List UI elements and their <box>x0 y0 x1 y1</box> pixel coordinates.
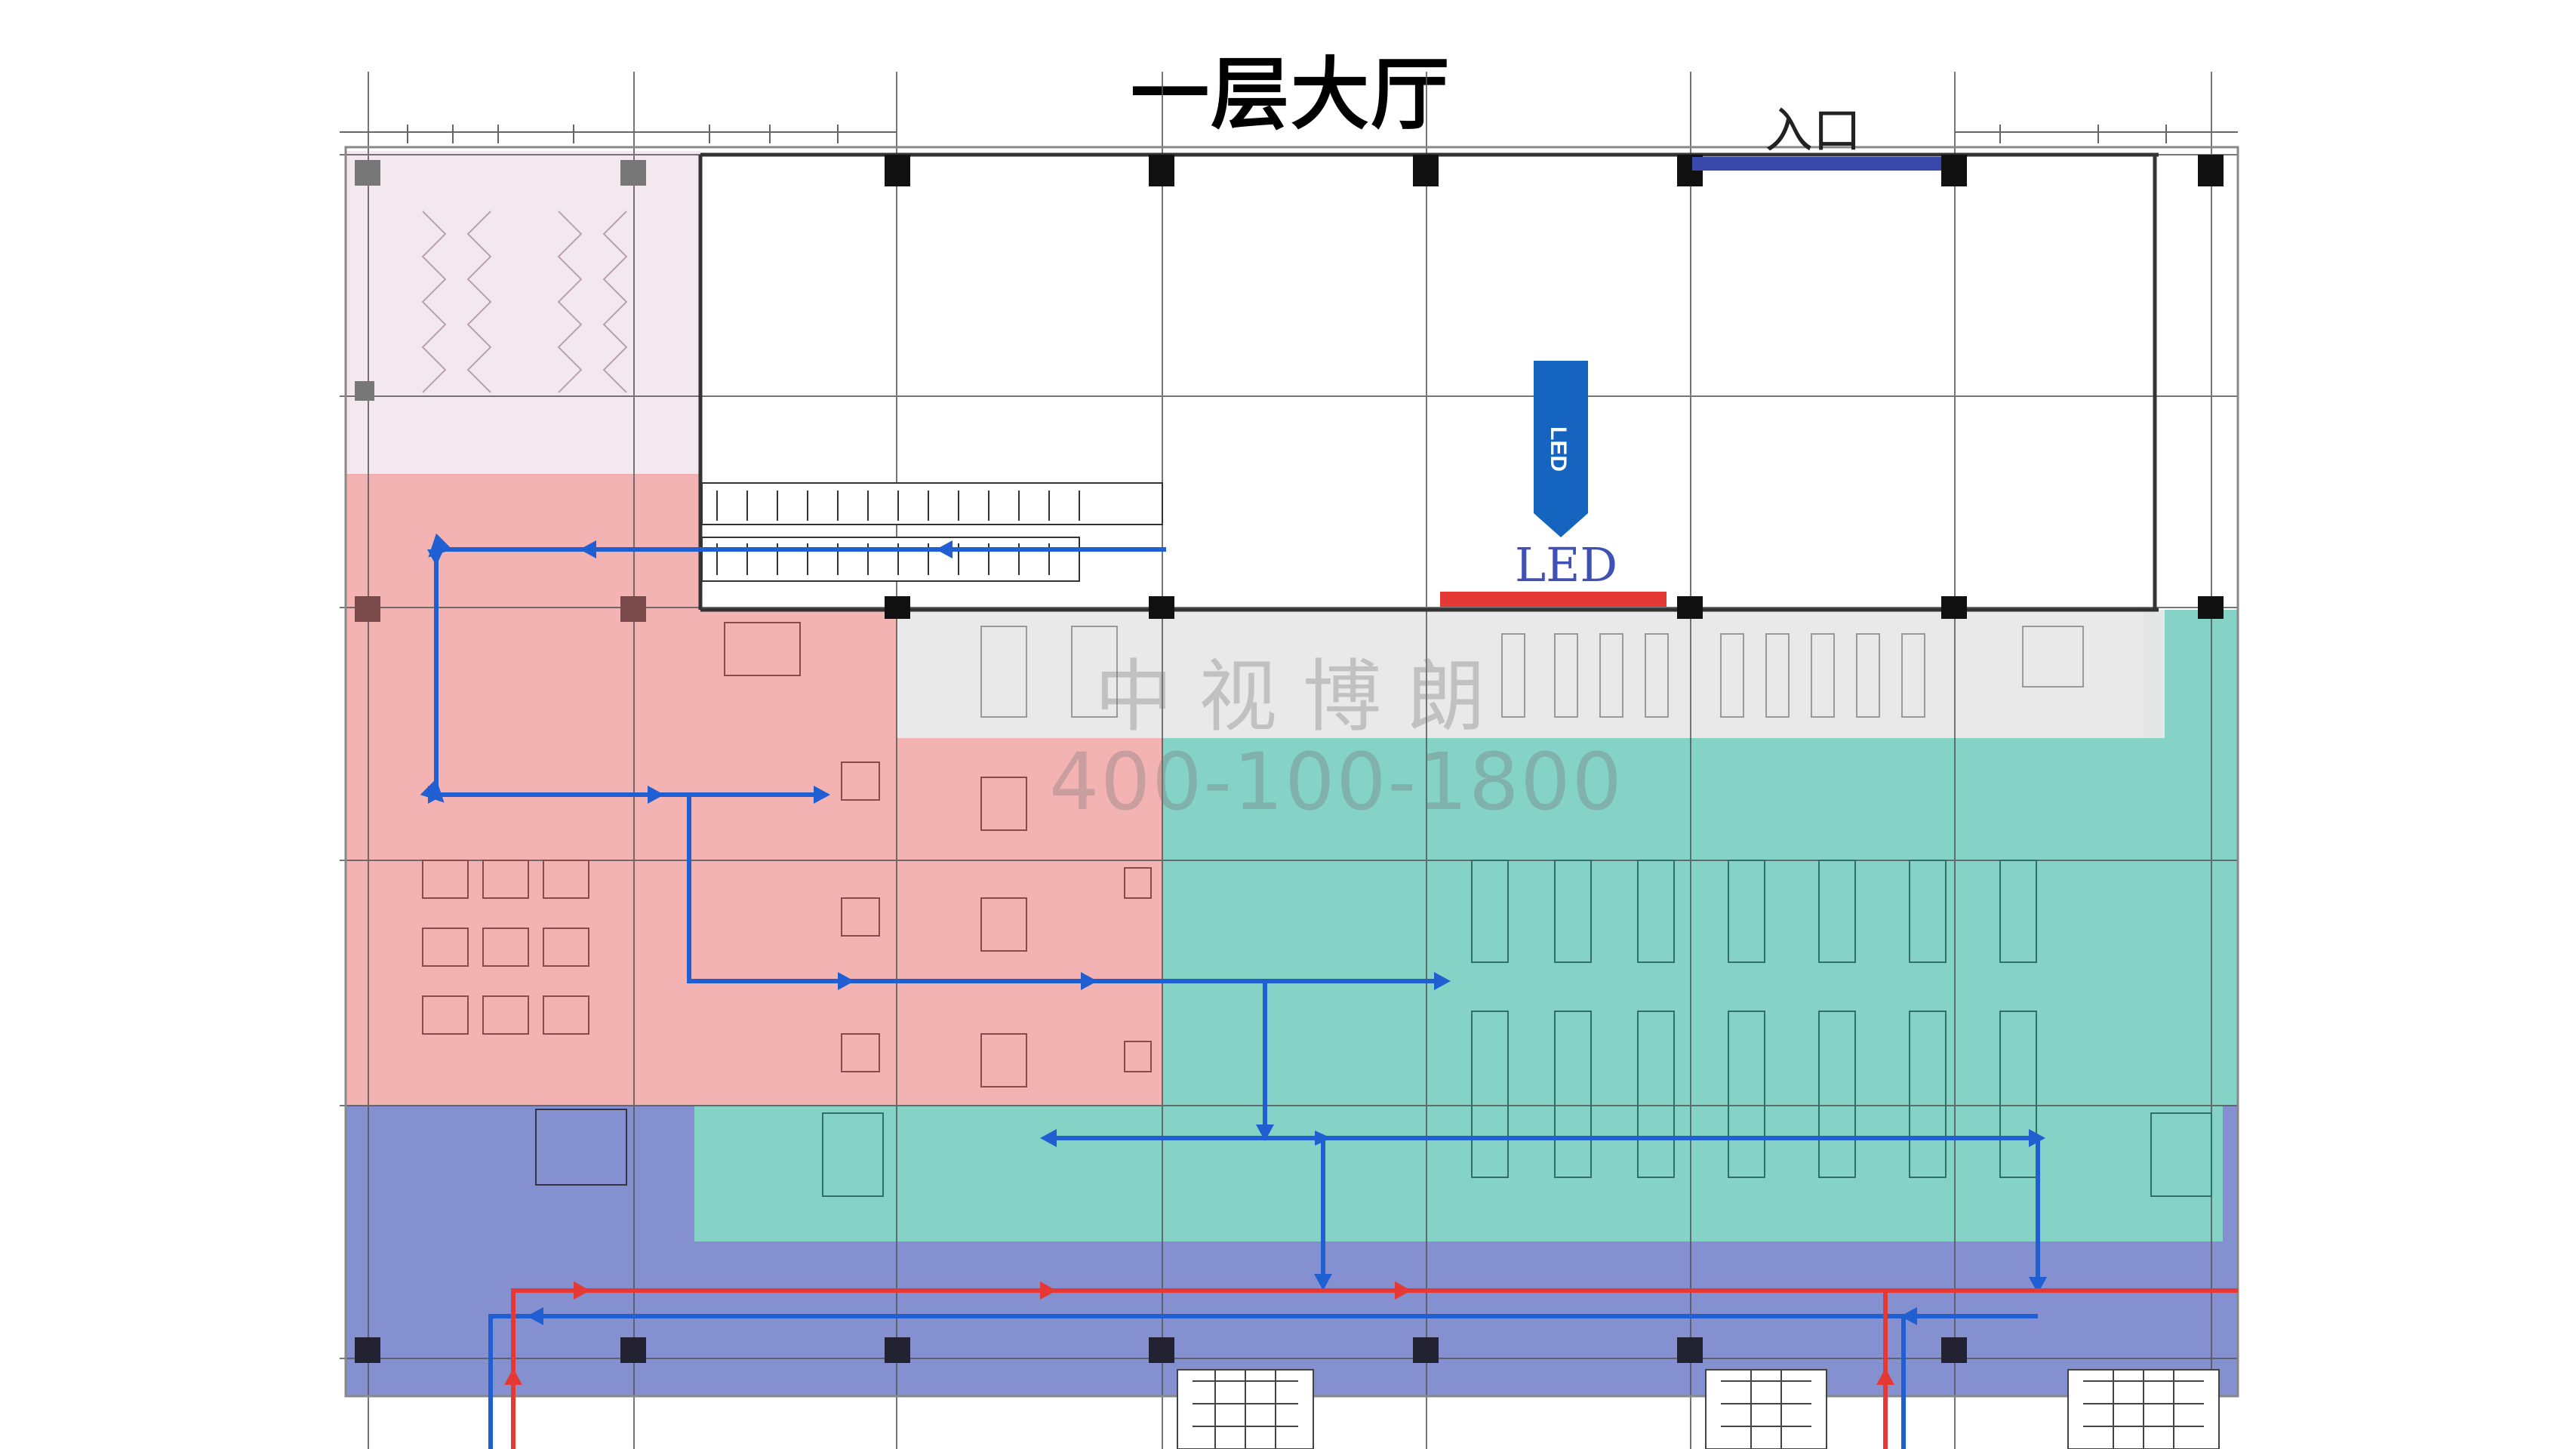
route-arrow-icon <box>427 549 444 566</box>
watermark-phone: 400-100-1800 <box>1049 736 1623 828</box>
entrance-bar <box>1692 157 1941 171</box>
structural-grid <box>340 72 2238 1449</box>
route-arrow-icon <box>1315 1131 1331 1146</box>
led-screen-label: LED <box>1515 537 1617 592</box>
route-arrow-icon <box>1040 1281 1057 1300</box>
furniture-pink-zone <box>422 622 1152 1088</box>
route-arrow-icon <box>814 786 830 804</box>
columns <box>355 155 2224 1363</box>
route-arrow-icon <box>1314 1274 1332 1291</box>
route-arrow-icon <box>580 540 596 558</box>
route-arrow-icon <box>1040 1129 1057 1147</box>
bottom-structures <box>1177 1369 2220 1449</box>
route-arrow-icon <box>527 1307 543 1325</box>
led-screen-bar <box>1440 592 1667 607</box>
route-upper-left <box>420 533 1166 803</box>
led-marker: LED <box>1534 361 1588 537</box>
zone-grey-offices <box>897 610 2165 738</box>
route-arrow-icon <box>1395 1281 1411 1300</box>
zone-pink <box>346 474 1162 1106</box>
route-arrow-icon <box>1081 972 1097 990</box>
route-arrow-icon <box>2029 1129 2045 1147</box>
red-route-arrows <box>504 1281 1894 1385</box>
zone-upper-left-room <box>346 151 700 475</box>
furniture-teal-zone <box>535 860 2212 1197</box>
furniture-office <box>980 626 2084 718</box>
route-arrow-icon <box>1434 972 1451 990</box>
down-arrow-marker-icon <box>1534 361 1588 537</box>
route-arrow-icon <box>936 540 953 558</box>
route-mid-down <box>687 795 1444 983</box>
blue-routes <box>420 533 2040 1449</box>
led-marker-label: LED <box>1546 426 1571 472</box>
route-red-corridor <box>511 1288 2238 1449</box>
route-bottom-corridor <box>488 1314 2038 1449</box>
route-arrow-icon <box>1256 1124 1274 1141</box>
watermark-company: 中视博朗 <box>1094 651 1512 743</box>
route-arrow-icon <box>428 786 445 804</box>
route-arrow-icon <box>838 972 854 990</box>
route-arrow-icon <box>1876 1368 1894 1385</box>
entrance-label: 入口 <box>1765 103 1861 159</box>
escalators <box>701 482 1163 582</box>
route-arrow-icon <box>504 1368 522 1385</box>
furniture-upper-room <box>421 211 628 393</box>
route-arrow-icon <box>2029 1277 2047 1294</box>
zone-teal <box>694 610 2238 1241</box>
route-arrow-icon <box>648 786 664 804</box>
blue-route-arrows <box>427 540 2047 1325</box>
page-title: 一层大厅 <box>1130 48 1451 140</box>
dimension-marks <box>340 125 2238 143</box>
zone-blue <box>346 1106 2238 1396</box>
route-arrow-icon <box>574 1281 590 1300</box>
route-arrow-icon <box>1900 1307 1917 1325</box>
